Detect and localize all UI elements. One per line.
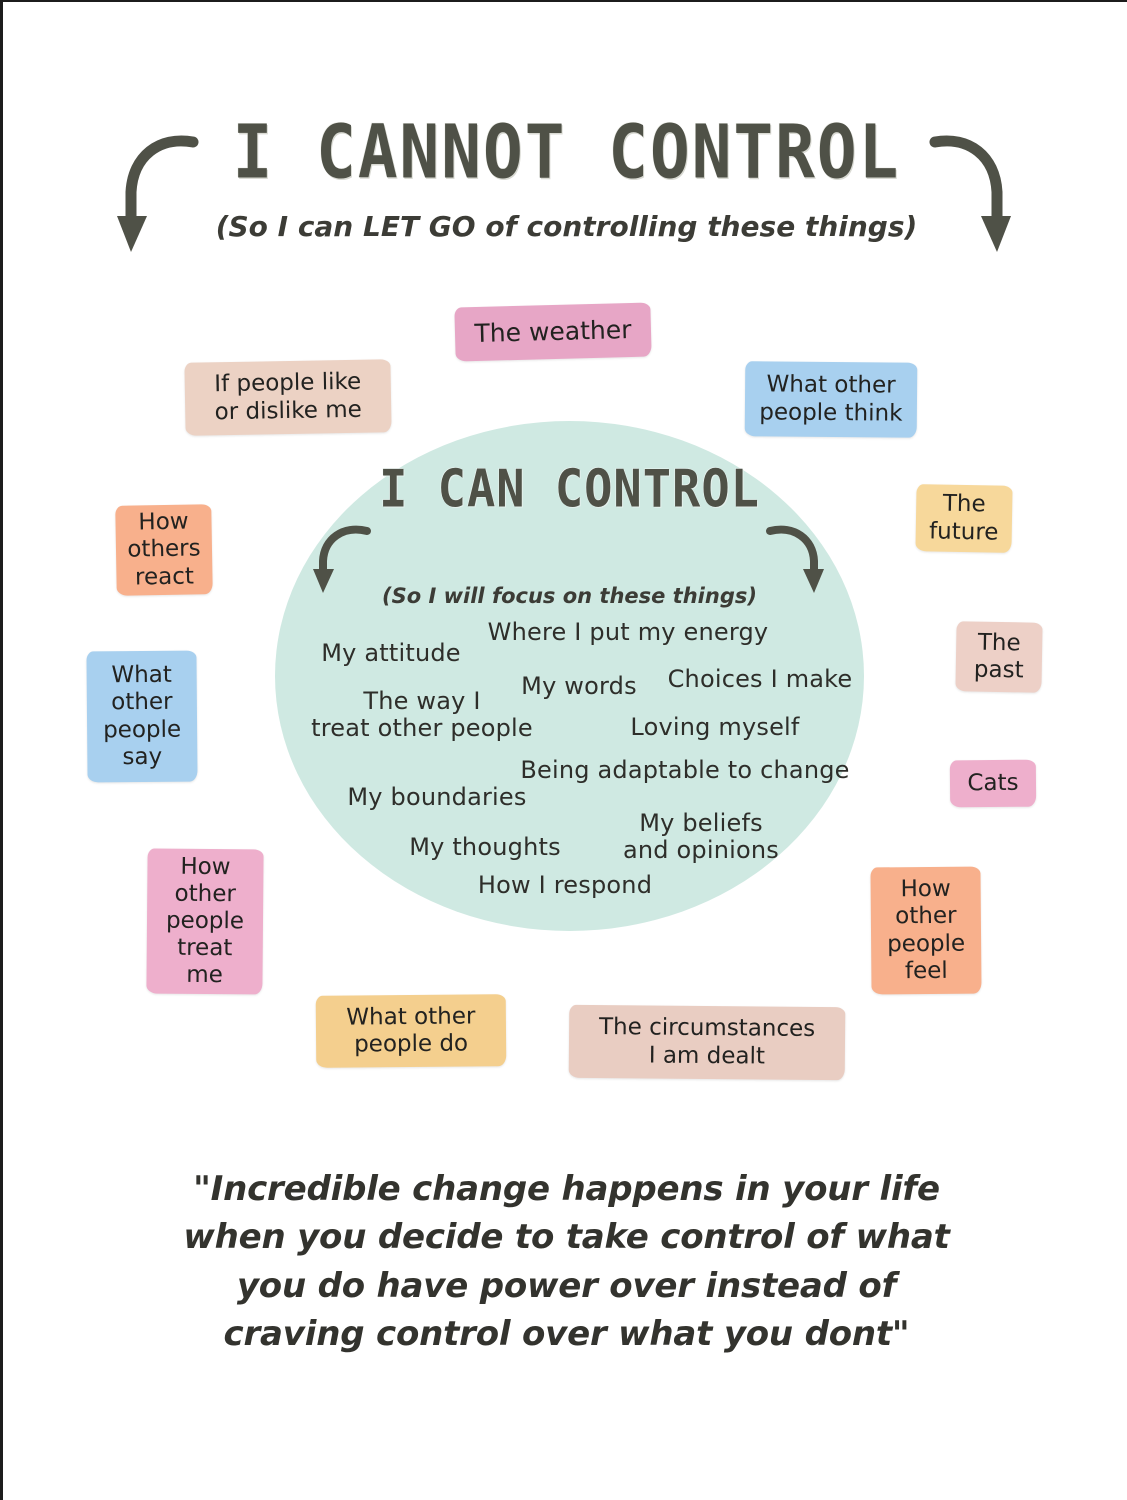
closing-quote: "Incredible change happens in your life … <box>183 1169 950 1354</box>
cannot-control-sticker: How other people feel <box>870 866 982 995</box>
circle-subtitle: (So I will focus on these things) <box>382 584 757 608</box>
cannot-control-sticker: What other people think <box>744 361 918 438</box>
page-title: I CANNOT CONTROL <box>232 109 901 196</box>
header: I CANNOT CONTROL (So I can LET GO of con… <box>3 115 1127 243</box>
can-control-item: Choices I make <box>667 665 853 693</box>
cannot-control-sticker: How other people treat me <box>146 848 264 995</box>
cannot-control-sticker: What other people say <box>86 650 198 783</box>
can-control-item: Being adaptable to change <box>520 756 850 784</box>
cannot-control-sticker: The future <box>915 484 1013 553</box>
cannot-control-sticker: How others react <box>115 504 213 596</box>
cannot-control-sticker: What other people do <box>315 994 507 1068</box>
can-control-item: My thoughts <box>409 833 561 861</box>
can-control-item: My words <box>521 672 637 700</box>
cannot-control-sticker: The weather <box>454 302 652 362</box>
page-subtitle: (So I can LET GO of controlling these th… <box>215 210 918 243</box>
can-control-item: My beliefs and opinions <box>622 809 780 864</box>
can-control-circle: I CAN CONTROL (So I will focus on these … <box>275 421 864 931</box>
can-control-item: The way I treat other people <box>311 687 533 742</box>
can-control-item: My boundaries <box>347 783 527 811</box>
curved-arrow-down-right-icon <box>762 517 824 597</box>
curved-arrow-down-left-icon <box>115 130 205 260</box>
can-control-item: How I respond <box>477 871 653 899</box>
curved-arrow-down-left-icon <box>313 517 375 597</box>
cannot-control-sticker: Cats <box>949 759 1037 808</box>
cannot-control-sticker: If people like or dislike me <box>184 359 392 436</box>
circle-title: I CAN CONTROL <box>379 459 760 520</box>
cannot-control-sticker: The past <box>955 621 1043 693</box>
can-control-item: Loving myself <box>630 713 800 741</box>
cannot-control-sticker: The circumstances I am dealt <box>568 1004 846 1081</box>
can-control-item: Where I put my energy <box>487 618 769 646</box>
curved-arrow-down-right-icon <box>923 130 1013 260</box>
can-control-item: My attitude <box>321 639 461 667</box>
